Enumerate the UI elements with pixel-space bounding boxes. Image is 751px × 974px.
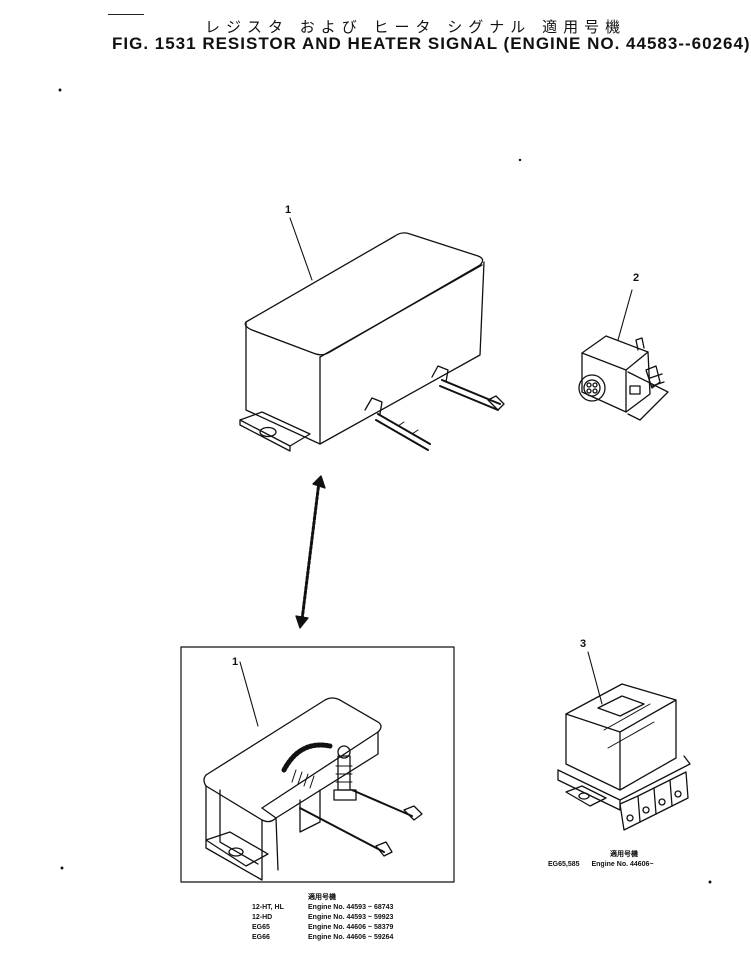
callout-part-2: 2	[633, 272, 640, 284]
resistor-detail-drawing	[203, 661, 423, 881]
relay-block-drawing	[557, 651, 691, 831]
applicability-header: 適用号機	[308, 894, 336, 901]
table-row: EG66 Engine No. 44606 ~ 59264	[252, 934, 394, 941]
table-row: 12-HD Engine No. 44593 ~ 59923	[252, 914, 394, 921]
heater-signal-drawing	[578, 289, 669, 421]
parts-diagram	[58, 88, 712, 884]
corner-mark	[108, 14, 144, 15]
part3-applicability: 適用号機 EG65,585 Engine No. 44606~	[548, 850, 654, 870]
resistor-box-drawing	[239, 217, 505, 452]
applicability-table: 適用号機 12-HT, HL Engine No. 44593 ~ 68743 …	[252, 893, 393, 943]
figure-title: FIG. 1531 RESISTOR AND HEATER SIGNAL (EN…	[112, 34, 751, 53]
japanese-title: レジスタ および ヒータ シグナル 適用号機	[205, 18, 627, 36]
callout-part-3: 3	[580, 638, 587, 650]
part3-applicability-row: EG65,585 Engine No. 44606~	[548, 861, 654, 868]
table-row: EG65 Engine No. 44606 ~ 58379	[252, 924, 394, 931]
reference-arrow	[295, 475, 326, 629]
detail-frame	[180, 646, 455, 883]
part3-applicability-header: 適用号機	[610, 851, 638, 858]
table-row: 12-HT, HL Engine No. 44593 ~ 68743	[252, 904, 394, 911]
callout-part-1: 1	[285, 204, 292, 216]
callout-part-1-detail: 1	[232, 656, 239, 668]
